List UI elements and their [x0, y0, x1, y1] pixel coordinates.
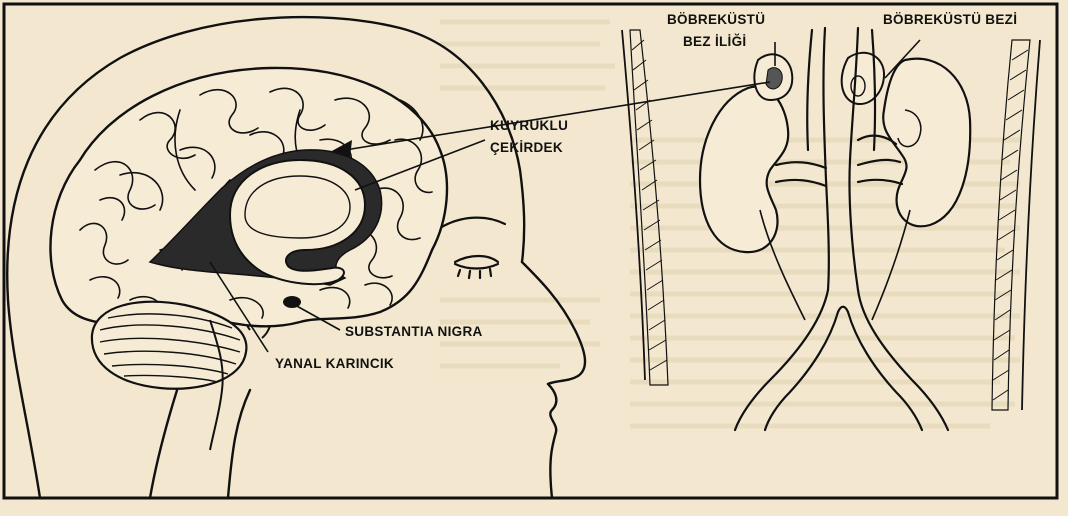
label-substantia-nigra: SUBSTANTIA NIGRA [345, 324, 483, 339]
label-lateral-ventricle: YANAL KARINCIK [275, 356, 394, 371]
label-adrenal-gland: BÖBREKÜSTÜ BEZİ [883, 12, 1017, 27]
right-kidney [883, 59, 970, 227]
label-adrenal-medulla-2: BEZ İLİĞİ [683, 34, 746, 49]
left-adrenal-medulla [766, 68, 782, 89]
label-caudate-2: ÇEKİRDEK [490, 140, 563, 155]
label-caudate-1: KUYRUKLU [490, 118, 568, 133]
label-adrenal-medulla-1: BÖBREKÜSTÜ [667, 12, 765, 27]
